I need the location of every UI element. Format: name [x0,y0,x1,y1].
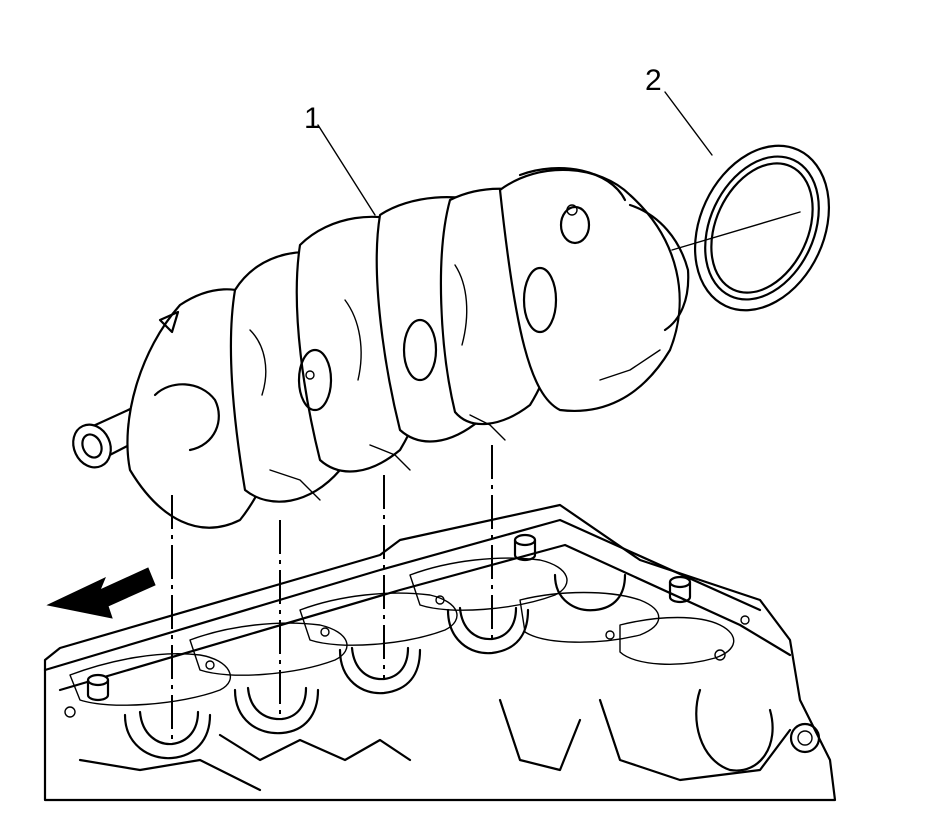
callout-1-label: 1 [304,102,321,135]
callout-2-label: 2 [645,64,662,97]
front-direction-arrow-icon [46,567,156,619]
callout-2-leader [664,91,713,156]
engine-block [43,503,837,802]
callout-1-leader [317,124,376,216]
alignment-lines [171,211,801,745]
rear-main-seal [693,144,831,312]
crankshaft [72,167,690,529]
